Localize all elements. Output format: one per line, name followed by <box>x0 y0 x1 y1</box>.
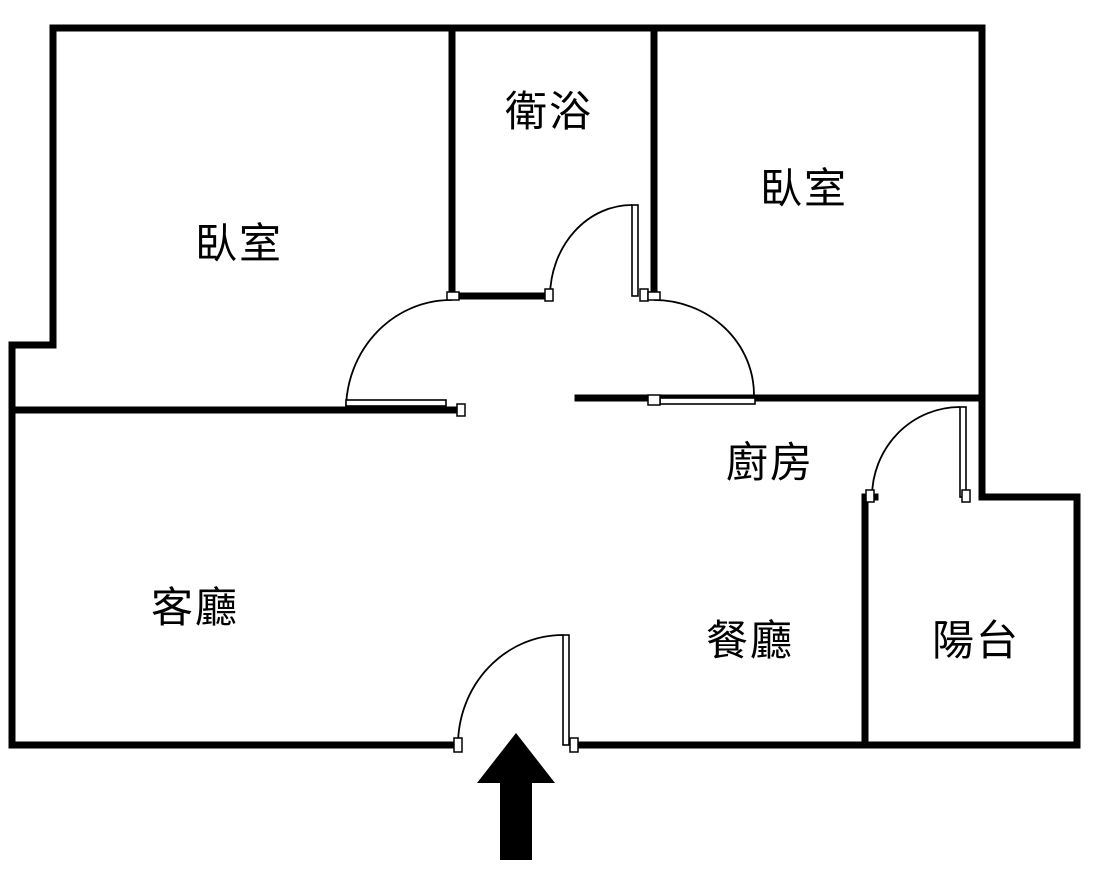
door-bedroom-left <box>345 291 466 417</box>
label-living-room: 客廳 <box>151 583 239 632</box>
entrance-arrow-icon <box>477 733 555 860</box>
door-jamb <box>865 489 875 503</box>
door-balcony <box>865 406 971 503</box>
door-bedroom-right <box>647 291 756 406</box>
door-leaf <box>959 406 967 498</box>
door-jamb <box>456 403 466 417</box>
door-jamb <box>647 291 661 301</box>
label-dining-room: 餐廳 <box>706 616 794 665</box>
door-bathroom <box>544 204 649 302</box>
label-balcony: 陽台 <box>932 616 1020 665</box>
label-bedroom-right: 臥室 <box>760 164 848 213</box>
door-leaf <box>345 399 447 407</box>
door-jamb <box>544 288 554 302</box>
door-jamb <box>453 737 463 753</box>
wall-south-west <box>8 406 460 749</box>
door-leaf <box>631 204 639 297</box>
door-jamb <box>647 394 661 406</box>
door-jamb <box>569 737 579 753</box>
door-swing-arc <box>457 634 564 746</box>
interior-walls <box>8 24 986 414</box>
door-swing-arc <box>653 299 755 396</box>
door-leaf <box>659 397 756 405</box>
door-entrance <box>453 634 579 753</box>
door-jamb <box>961 489 971 503</box>
door-swing-arc <box>549 204 633 297</box>
wall-north-west <box>8 24 1081 749</box>
outer-walls <box>8 24 1081 749</box>
door-swing-arc <box>345 299 453 411</box>
door-jamb <box>446 291 460 301</box>
door-jamb <box>639 288 649 302</box>
door-leaf <box>562 634 570 746</box>
label-bathroom: 衛浴 <box>505 87 593 136</box>
door-swing-arc <box>871 406 961 498</box>
label-bedroom-left: 臥室 <box>195 219 283 268</box>
label-kitchen: 廚房 <box>726 438 814 487</box>
